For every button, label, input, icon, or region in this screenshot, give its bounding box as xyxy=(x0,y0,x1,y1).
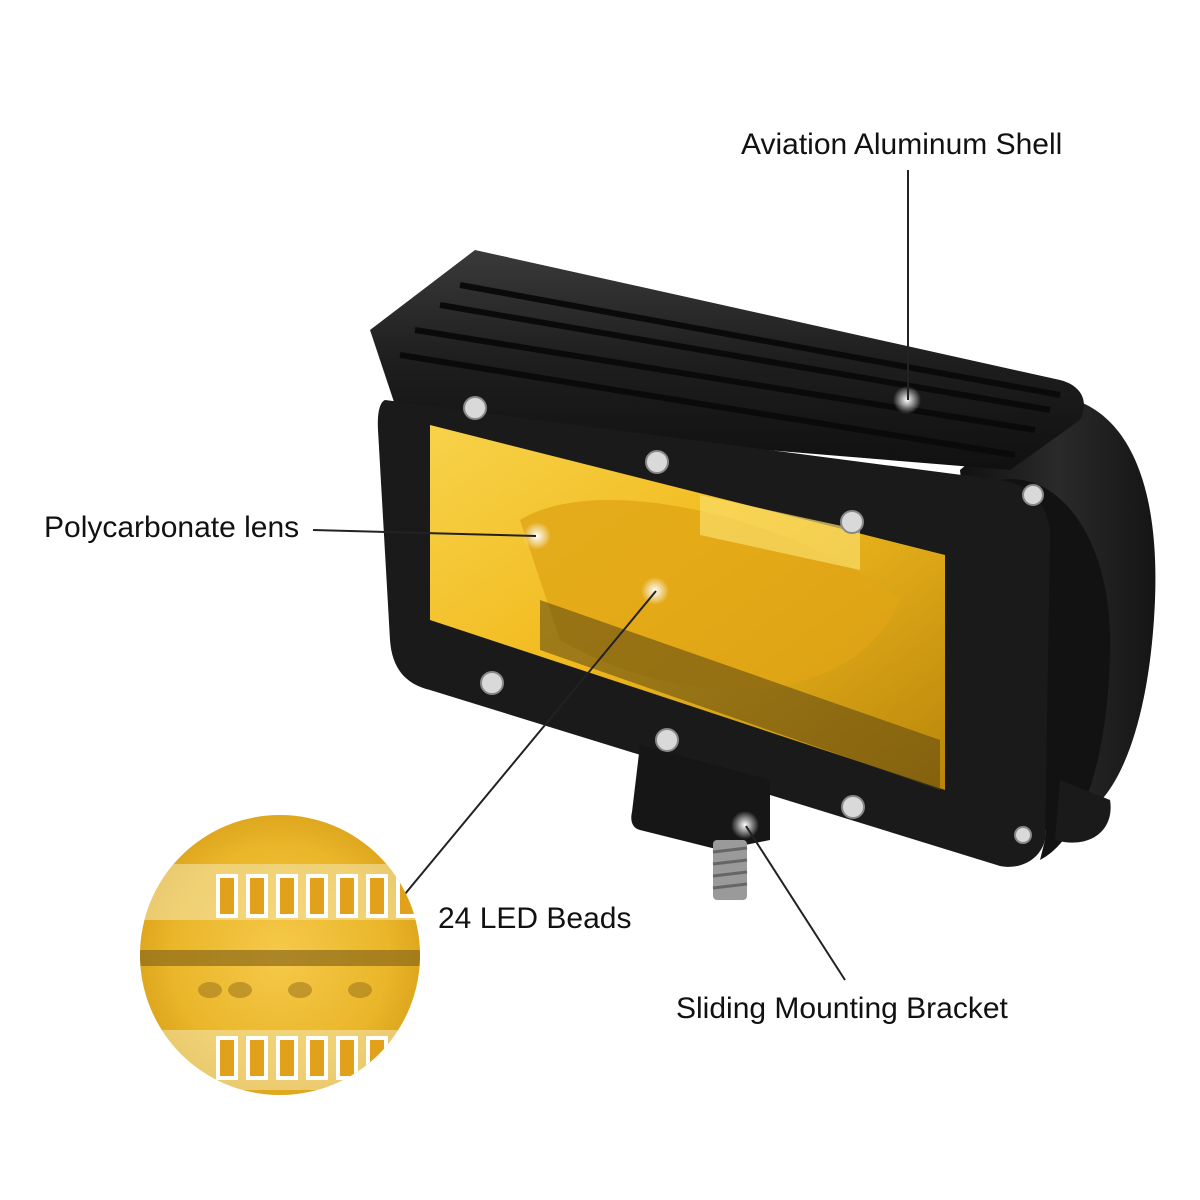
callout-lens xyxy=(312,529,537,537)
label-sliding-mounting-bracket: Sliding Mounting Bracket xyxy=(676,992,1008,1025)
top-shell xyxy=(370,250,1084,470)
frame-side xyxy=(1000,479,1110,860)
light-housing xyxy=(370,250,1156,900)
callout-beads xyxy=(399,590,657,901)
label-polycarbonate-lens: Polycarbonate lens xyxy=(44,511,300,544)
cooling-fins xyxy=(399,282,1061,458)
callout-lines xyxy=(312,170,909,981)
label-aviation-aluminum-shell: Aviation Aluminum Shell xyxy=(741,128,1063,161)
label-led-beads: 24 LED Beads xyxy=(438,902,632,935)
callout-bracket xyxy=(745,825,846,981)
led-zoom-inset xyxy=(140,815,420,1095)
screws xyxy=(463,396,1044,844)
